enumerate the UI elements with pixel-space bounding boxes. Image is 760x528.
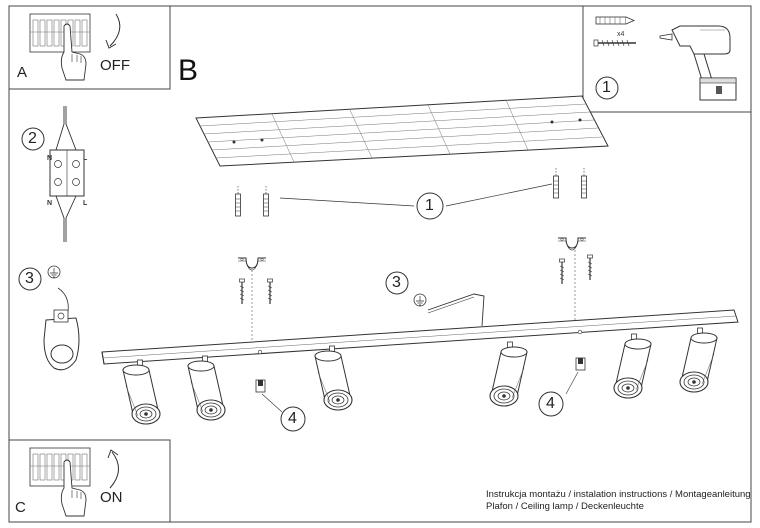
turn-off-arrow-icon (105, 13, 121, 49)
callout-lines-step4 (261, 371, 579, 413)
ceiling-surface (195, 95, 609, 167)
step-3-number-left: 3 (25, 270, 34, 287)
step-1-number-tools: 1 (602, 79, 611, 96)
terminal-l-bottom: L (83, 200, 88, 207)
end-cap-icon (255, 379, 266, 393)
terminal-l-top: L (83, 155, 88, 162)
spotlight (122, 359, 161, 425)
lamp-rail (101, 309, 739, 365)
spotlight (187, 355, 226, 421)
panel-c-frame (9, 439, 171, 522)
step-4-circle-right (538, 391, 564, 417)
spotlight (679, 327, 718, 393)
step-circles (18, 76, 619, 432)
step-4-number-right: 4 (546, 395, 555, 412)
step-1-circle-tools (595, 76, 619, 100)
spotlight (613, 333, 652, 399)
wire-connection-icon (49, 106, 85, 242)
earth-symbol-icon (47, 265, 61, 279)
step-3-circle-left (18, 267, 42, 291)
breaker-switch-icon (29, 13, 91, 53)
terminal-n-top: N (47, 155, 53, 162)
spotlight (314, 345, 353, 411)
wall-plug-icon (595, 16, 635, 25)
terminal-n-bottom: N (47, 200, 53, 207)
drill-icon (659, 25, 737, 101)
step-3-number-main: 3 (392, 274, 401, 291)
step-2-circle (21, 127, 45, 151)
footer-product: Plafon / Ceiling lamp / Deckenleuchte (486, 501, 644, 512)
callout-lines-step1 (279, 183, 553, 207)
anchor-quantity: x4 (617, 31, 625, 38)
step-4-number-left: 4 (288, 410, 297, 427)
mounting-hardware-right (553, 167, 594, 326)
hand-icon (60, 459, 87, 517)
end-cap-icon (575, 357, 586, 371)
power-off-label: OFF (100, 57, 130, 74)
step-1-number-main: 1 (425, 197, 434, 214)
earth-terminal-icon (43, 287, 80, 371)
step-4-circle-left (280, 406, 306, 432)
spotlight (489, 341, 528, 407)
turn-on-arrow-icon (107, 449, 119, 489)
panel-a-letter: A (17, 64, 28, 81)
panel-c-letter: C (15, 499, 26, 516)
earth-wire-icon (413, 293, 485, 327)
footer-instructions: Instrukcja montażu / instalation instruc… (486, 489, 751, 500)
breaker-switch-icon (29, 447, 91, 487)
hand-icon (60, 23, 87, 81)
step-3-circle-main (385, 271, 409, 295)
step-2-number: 2 (28, 130, 37, 147)
step-1-circle-main (416, 192, 444, 220)
mounting-hardware-left (235, 185, 274, 340)
sheet-border (8, 5, 752, 523)
screw-icon (593, 39, 636, 47)
power-on-label: ON (100, 489, 123, 506)
panel-a-frame (9, 6, 171, 90)
panel-b-letter: B (178, 54, 199, 87)
